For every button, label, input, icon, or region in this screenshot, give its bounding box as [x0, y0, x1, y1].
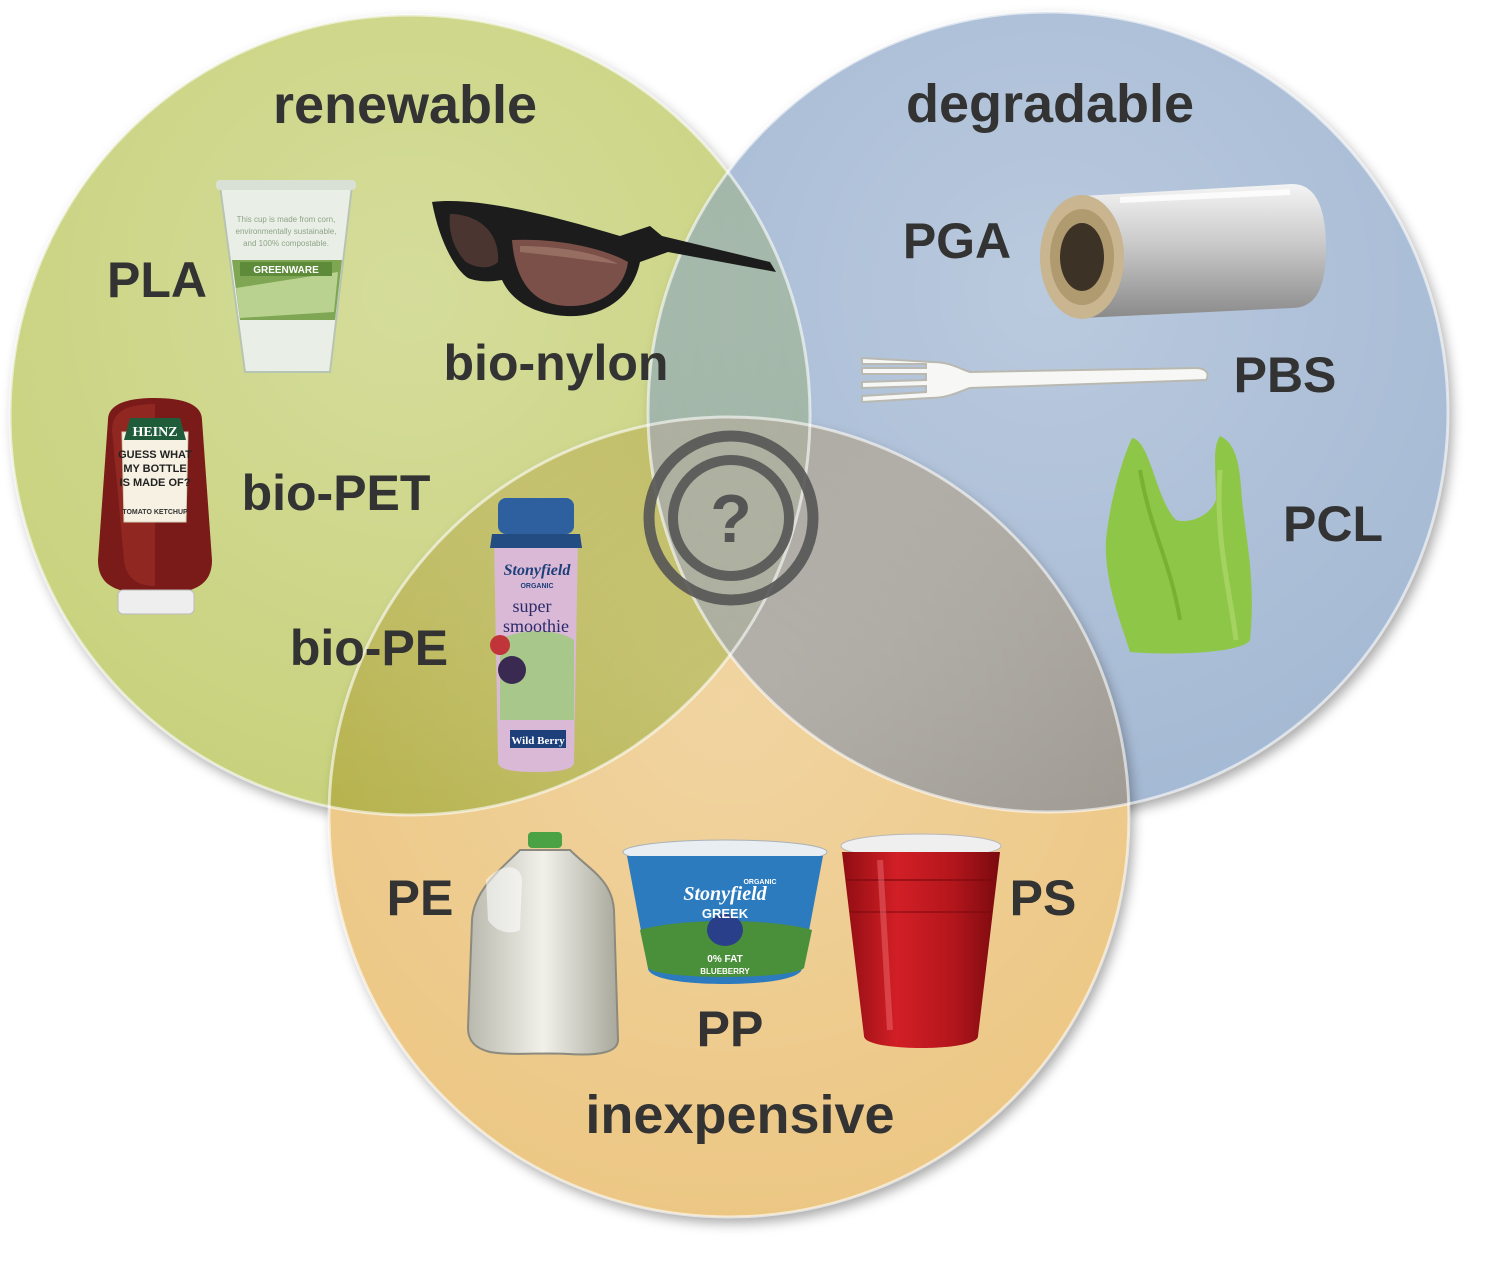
ketchup-bottle-image: HEINZ GUESS WHAT MY BOTTLE IS MADE OF? T…	[98, 398, 212, 615]
smoothie-brand-text: Stonyfield	[504, 562, 572, 579]
yogurt-fat-text: 0% FAT	[707, 954, 742, 965]
material-label-pp: PP	[697, 1001, 764, 1057]
cup-text-line-3: and 100% compostable.	[243, 239, 329, 248]
material-label-pbs: PBS	[1234, 347, 1337, 403]
material-label-bio-pe: bio-PE	[290, 620, 448, 676]
ketchup-brand-text: HEINZ	[132, 425, 177, 440]
material-label-pe: PE	[387, 870, 454, 926]
ketchup-line-2: MY BOTTLE	[123, 463, 186, 475]
material-label-pla: PLA	[107, 252, 207, 308]
cup-text-line-1: This cup is made from corn,	[237, 215, 336, 224]
smoothie-flavor-text: Wild Berry	[511, 735, 565, 747]
degradable-label: degradable	[906, 74, 1194, 134]
film-roll-image	[1040, 184, 1326, 319]
inexpensive-label: inexpensive	[585, 1085, 894, 1145]
smoothie-product-line-2: smoothie	[503, 616, 569, 636]
material-label-ps: PS	[1010, 870, 1077, 926]
compostable-cup-image: GREENWARE This cup is made from corn, en…	[216, 180, 356, 373]
sunglasses-image	[432, 200, 776, 317]
material-label-pcl: PCL	[1283, 496, 1383, 552]
ketchup-line-3: IS MADE OF?	[120, 477, 191, 489]
smoothie-sub-text: ORGANIC	[520, 583, 553, 590]
yogurt-cup-image: Stonyfield ORGANIC GREEK 0% FAT BLUEBERR…	[622, 839, 828, 984]
renewable-label: renewable	[273, 75, 537, 135]
material-label-bio-nylon: bio-nylon	[444, 335, 669, 391]
yogurt-product-text: GREEK	[702, 906, 749, 921]
cup-text-line-2: environmentally sustainable,	[236, 227, 337, 236]
yogurt-flavor-text: BLUEBERRY	[700, 967, 750, 976]
question-mark-icon: ?	[643, 430, 819, 606]
red-cup-image	[840, 833, 1002, 1048]
smoothie-product-line-1: super	[513, 596, 552, 616]
ketchup-variant-text: TOMATO KETCHUP	[122, 509, 188, 516]
question-symbol: ?	[710, 481, 752, 557]
cup-brand-text: GREENWARE	[253, 265, 319, 276]
material-label-pga: PGA	[903, 213, 1011, 269]
ketchup-line-1: GUESS WHAT	[118, 449, 192, 461]
plastic-bag-image	[1105, 436, 1252, 654]
smoothie-bottle-image: Stonyfield ORGANIC super smoothie Wild B…	[490, 498, 582, 772]
yogurt-brand-text: Stonyfield	[683, 883, 767, 905]
yogurt-sub-text: ORGANIC	[743, 879, 776, 886]
milk-jug-image	[466, 832, 620, 1056]
material-label-bio-pet: bio-PET	[242, 465, 431, 521]
plastic-fork-image	[861, 356, 1209, 404]
